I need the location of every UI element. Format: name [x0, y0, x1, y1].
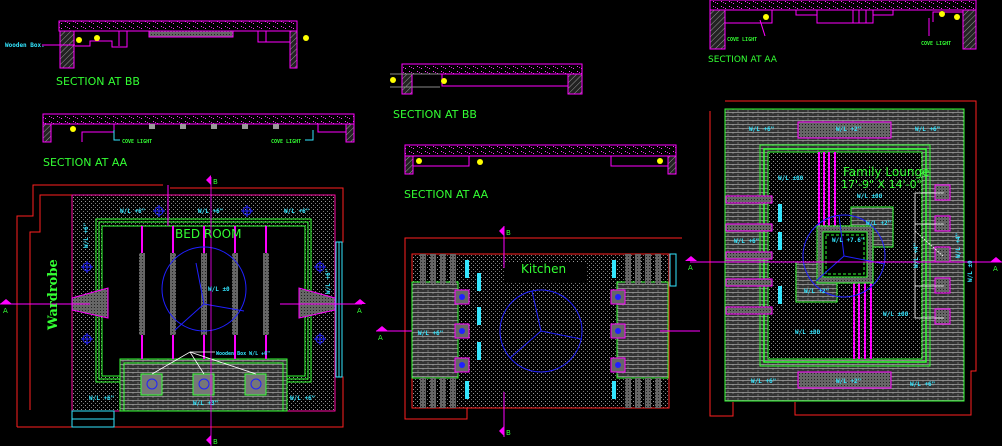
section-title: SECTION AT BB — [393, 108, 477, 121]
section-marker-icon — [206, 175, 211, 185]
section-bb-bedroom: Wooden Box. SECTION AT BB — [5, 20, 309, 88]
level-label: W/L +4" — [913, 243, 920, 268]
light-icon — [70, 126, 76, 132]
section-title: SECTION AT AA — [404, 188, 489, 201]
wooden-boxes — [140, 351, 267, 396]
level-label: W/L +2" — [866, 220, 891, 227]
light-icon — [939, 11, 945, 17]
level-label: W/L ±00 — [795, 329, 821, 336]
lounge-plan: Family Lounge 17'-9" X 14'-0" W/L +6" W/… — [690, 100, 1002, 417]
section-marker-b: B — [506, 429, 511, 437]
section-marker-icon — [990, 257, 1002, 262]
level-label: W/L +6" — [198, 208, 223, 215]
level-label: W/L +2" — [804, 288, 829, 295]
section-marker-icon — [0, 299, 12, 304]
section-aa-bedroom: COVE LIGHT COVE LIGHT SECTION AT AA — [42, 113, 355, 169]
cove-light-label: COVE LIGHT — [271, 139, 301, 145]
wall-lights-left — [725, 195, 782, 315]
section-marker-a: A — [3, 307, 8, 315]
section-title: SECTION AT AA — [708, 55, 778, 65]
level-label: W/L +6" — [751, 378, 776, 385]
level-label: W/L ±0 — [208, 286, 230, 293]
wardrobe-left — [71, 287, 109, 319]
section-marker-a: A — [993, 265, 998, 273]
section-marker-icon — [685, 256, 697, 261]
level-label: W/L +6" — [734, 238, 759, 245]
ceiling-fan-icon — [802, 214, 886, 298]
section-marker-icon — [354, 299, 366, 304]
level-label: W/L +6" — [418, 330, 443, 337]
ceiling-strips — [818, 152, 872, 359]
section-aa-lounge: COVE LIGHT COVE LIGHT SECTION AT AA — [708, 0, 977, 65]
wooden-box-label: Wooden Box. — [5, 42, 45, 49]
section-marker-icon — [206, 435, 211, 445]
level-label: W/L +6" — [120, 208, 145, 215]
section-marker-icon — [499, 426, 504, 436]
light-icon — [94, 35, 100, 41]
level-label: W/L +6" — [325, 269, 332, 294]
level-label: W/L +2" — [836, 378, 861, 385]
light-icon — [390, 77, 396, 83]
section-marker-b: B — [213, 438, 218, 446]
level-label: W/L +6" — [284, 208, 309, 215]
light-icon — [416, 158, 422, 164]
kitchen-slats — [420, 254, 661, 408]
kitchen-lights — [465, 260, 616, 399]
downlight-icons — [81, 205, 326, 345]
section-bb-kitchen: SECTION AT BB — [390, 63, 583, 121]
wardrobe-label: Wardrobe — [46, 259, 61, 331]
level-label: W/L +6" — [89, 395, 114, 402]
level-label: W/L +6" — [910, 381, 935, 388]
room-name: BED ROOM — [175, 227, 241, 241]
section-marker-a: A — [688, 264, 693, 272]
cove-light-label: COVE LIGHT — [921, 41, 951, 47]
level-label: W/L +4" — [955, 233, 962, 258]
light-icon — [303, 35, 309, 41]
room-name: Kitchen — [521, 262, 566, 276]
level-label: W/L +2" — [836, 126, 861, 133]
section-marker-a: A — [378, 334, 383, 342]
light-icon — [954, 14, 960, 20]
room-name: Family Lounge — [843, 165, 929, 179]
ceiling-strips — [139, 226, 269, 359]
kitchen-plan: Kitchen W/L +6" A A B B — [376, 226, 700, 437]
bedroom-plan: BED ROOM Wardrobe W/L +6" W/L +6" W/L +6… — [0, 175, 366, 446]
level-label: W/L +6" — [290, 395, 315, 402]
section-marker-icon — [499, 226, 504, 236]
cove-light-label: COVE LIGHT — [122, 139, 152, 145]
level-label: W/L ±00 — [883, 311, 909, 318]
level-label: W/L +6" — [83, 223, 90, 248]
wooden-box-label: Wooden Box W/L +6" — [216, 351, 270, 357]
level-label: W/L ±0 — [967, 260, 974, 282]
section-marker-b: B — [506, 229, 511, 237]
section-marker-icon — [376, 326, 388, 331]
level-label: W/L +6" — [915, 126, 940, 133]
section-title: SECTION AT BB — [56, 75, 140, 88]
cove-light-label: COVE LIGHT — [727, 37, 757, 43]
level-label: W/L ±00 — [778, 175, 804, 182]
ceiling-fan-icon — [499, 289, 583, 373]
level-label: W/L +3" — [193, 400, 218, 407]
light-icon — [76, 37, 82, 43]
wardrobe-right — [298, 287, 336, 319]
section-marker-b: B — [213, 178, 218, 186]
light-icon — [657, 158, 663, 164]
light-icon — [763, 14, 769, 20]
light-icon — [477, 159, 483, 165]
level-label: W/L +7.6" — [832, 237, 865, 244]
wall-lights-right — [914, 184, 951, 325]
level-label: W/L +6" — [749, 126, 774, 133]
light-icon — [441, 78, 447, 84]
section-aa-kitchen: SECTION AT AA — [404, 144, 677, 201]
section-marker-a: A — [357, 307, 362, 315]
level-label: W/L ±00 — [857, 193, 883, 200]
kitchen-fixtures — [454, 289, 626, 373]
room-size: 17'-9" X 14'-0" — [841, 178, 922, 191]
section-title: SECTION AT AA — [43, 156, 128, 169]
